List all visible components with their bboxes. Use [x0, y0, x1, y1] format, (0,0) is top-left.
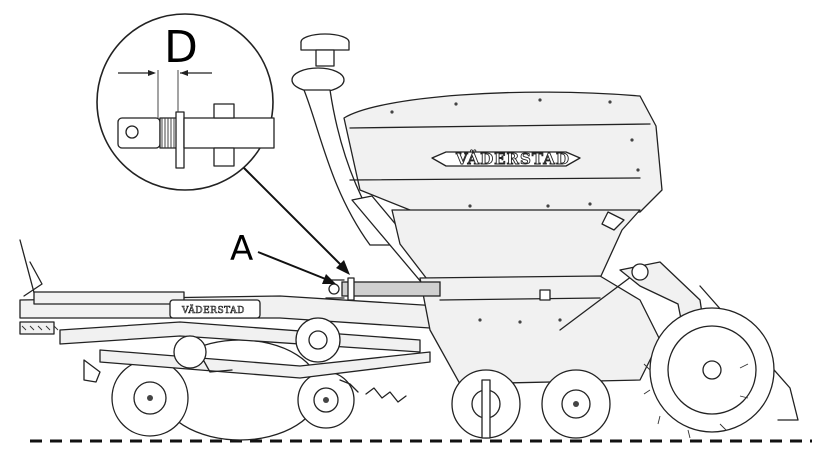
detail-label-d: D [164, 22, 198, 73]
part-a-tube [325, 277, 441, 301]
hopper-brand-label: VÄDERSTAD [455, 149, 570, 168]
linkage [59, 317, 431, 403]
detail-magnifier: D [96, 13, 275, 191]
leader-lines: A [230, 167, 350, 284]
hopper: VÄDERSTAD [343, 91, 663, 301]
rear-wheel-assembly [619, 261, 799, 439]
part-label-a: A [230, 229, 253, 269]
drawbar-frame: VÄDERSTAD [19, 239, 471, 335]
packer-wheels [451, 369, 611, 439]
frame-brand-label: VÄDERSTAD [181, 304, 245, 316]
chassis [419, 265, 661, 385]
